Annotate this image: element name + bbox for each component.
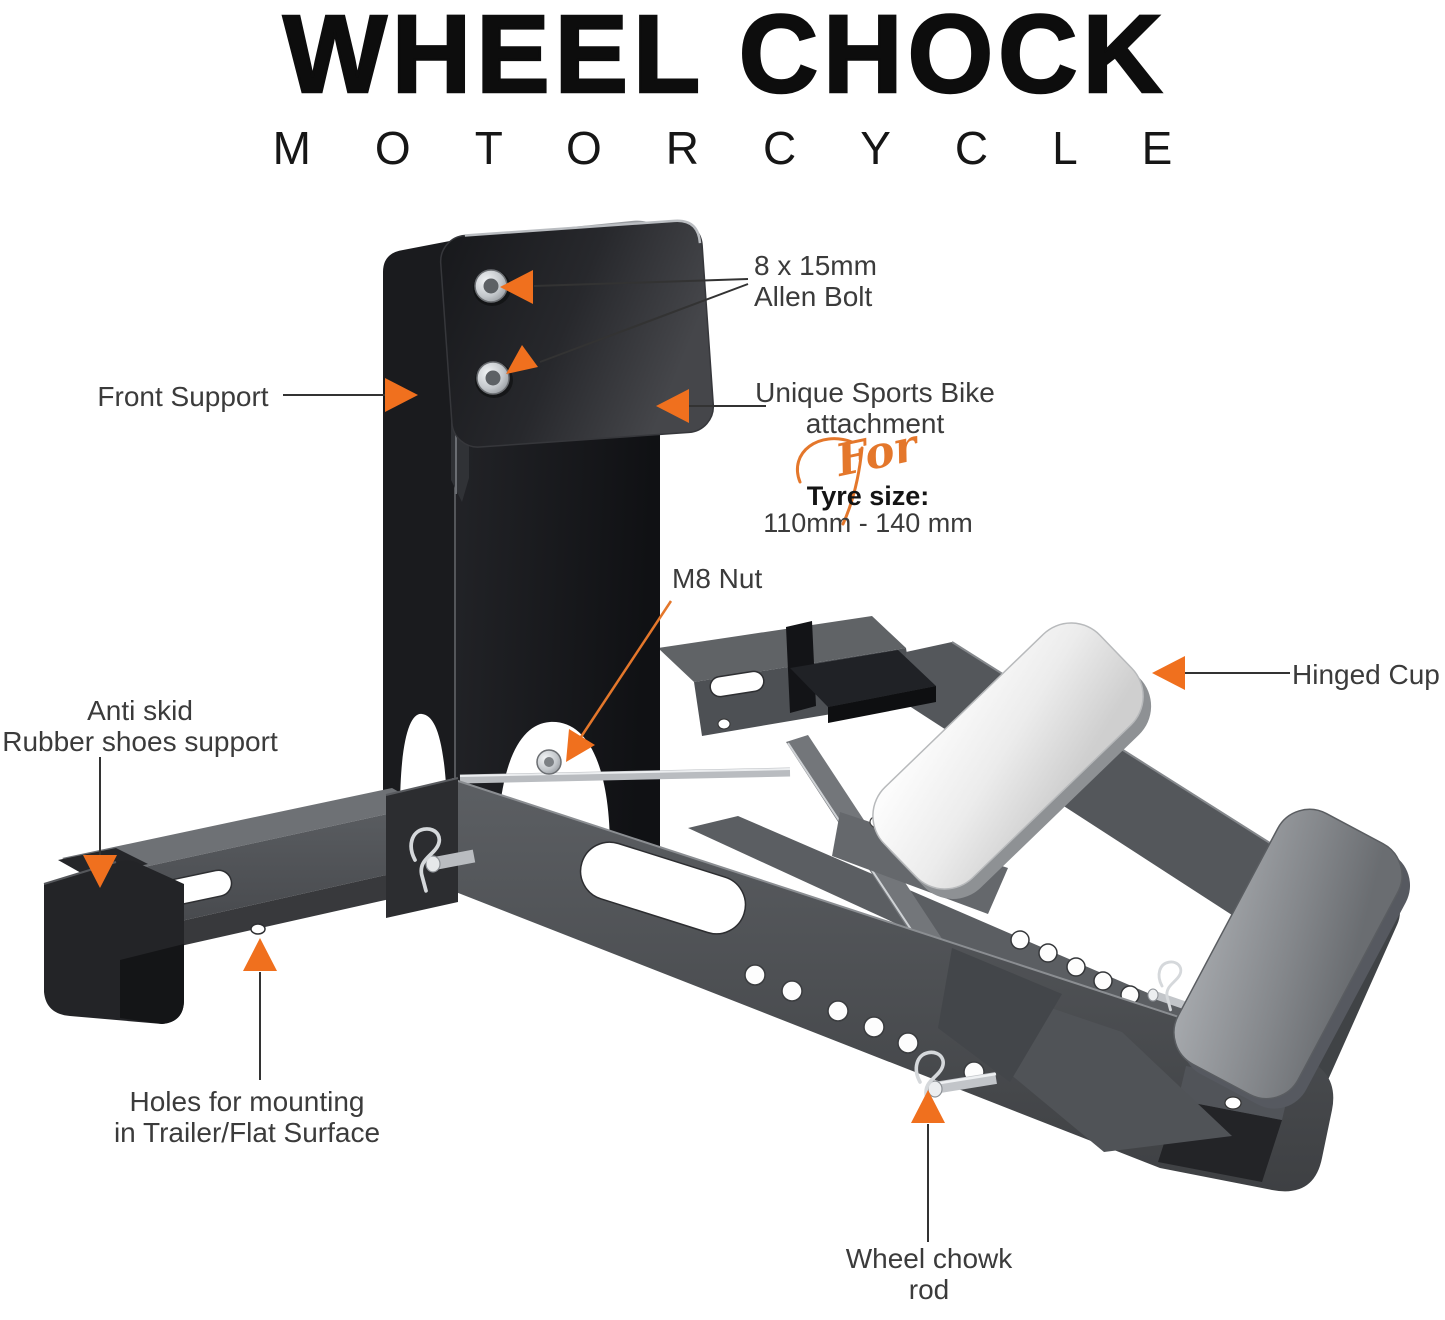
- allen-bolt-top: [473, 269, 511, 306]
- mounting-holes-arrow: [243, 938, 277, 971]
- wing-gussets: [938, 948, 1232, 1152]
- product-title: WHEEL CHOCK: [282, 0, 1168, 116]
- label-tyre-size-value: 110mm - 140 mm: [763, 508, 973, 538]
- channel-slot: [579, 841, 747, 935]
- anti-skid-arrow: [83, 855, 117, 888]
- hinged-cup-arrow: [1152, 656, 1185, 690]
- label-attachment: Unique Sports Bike attachment: [755, 377, 995, 440]
- label-m8-nut: M8 Nut: [672, 563, 763, 594]
- allen-bolt-bottom: [475, 361, 513, 398]
- junction-sleeve: [385, 777, 476, 918]
- label-tyre-size: Tyre size:: [806, 481, 930, 511]
- label-allen-bolt: 8 x 15mm Allen Bolt: [754, 250, 877, 313]
- sports-bike-attachment-plate: [439, 219, 715, 502]
- label-mounting-holes: Holes for mounting in Trailer/Flat Surfa…: [113, 1086, 381, 1149]
- m8-nut-part: [536, 749, 562, 775]
- for-swash: [796, 437, 864, 526]
- allen-bolt-line-1: [533, 278, 749, 287]
- chowk-rod-arrow: [911, 1090, 945, 1123]
- label-wheel-chowk-rod: Wheel chowk rod: [845, 1243, 1013, 1306]
- allen-bolt-arrow-2: [506, 345, 538, 374]
- allen-bolt-line-2: [539, 283, 749, 363]
- leader-lines: [99, 278, 1290, 1242]
- callout-arrows: [83, 270, 1185, 1123]
- attachment-arrow: [656, 389, 689, 423]
- product-subtitle: MOTORCYCLE: [272, 122, 1237, 174]
- through-rod: [459, 749, 791, 784]
- hinged-cup-part: [872, 622, 1152, 899]
- label-front-support: Front Support: [97, 381, 269, 412]
- stop-bracket: [786, 621, 936, 723]
- wheel-chock-rod-part: [914, 1050, 997, 1114]
- m8-nut-line: [577, 600, 673, 741]
- front-support-arrow: [385, 378, 418, 412]
- m8-nut-arrow: [566, 729, 595, 762]
- mounting-hole: [250, 923, 266, 935]
- allen-bolt-arrow-1: [500, 270, 533, 304]
- wing-plate: [1173, 808, 1411, 1109]
- label-hinged-cup: Hinged Cup: [1292, 659, 1440, 690]
- label-anti-skid: Anti skid Rubber shoes support: [2, 695, 278, 758]
